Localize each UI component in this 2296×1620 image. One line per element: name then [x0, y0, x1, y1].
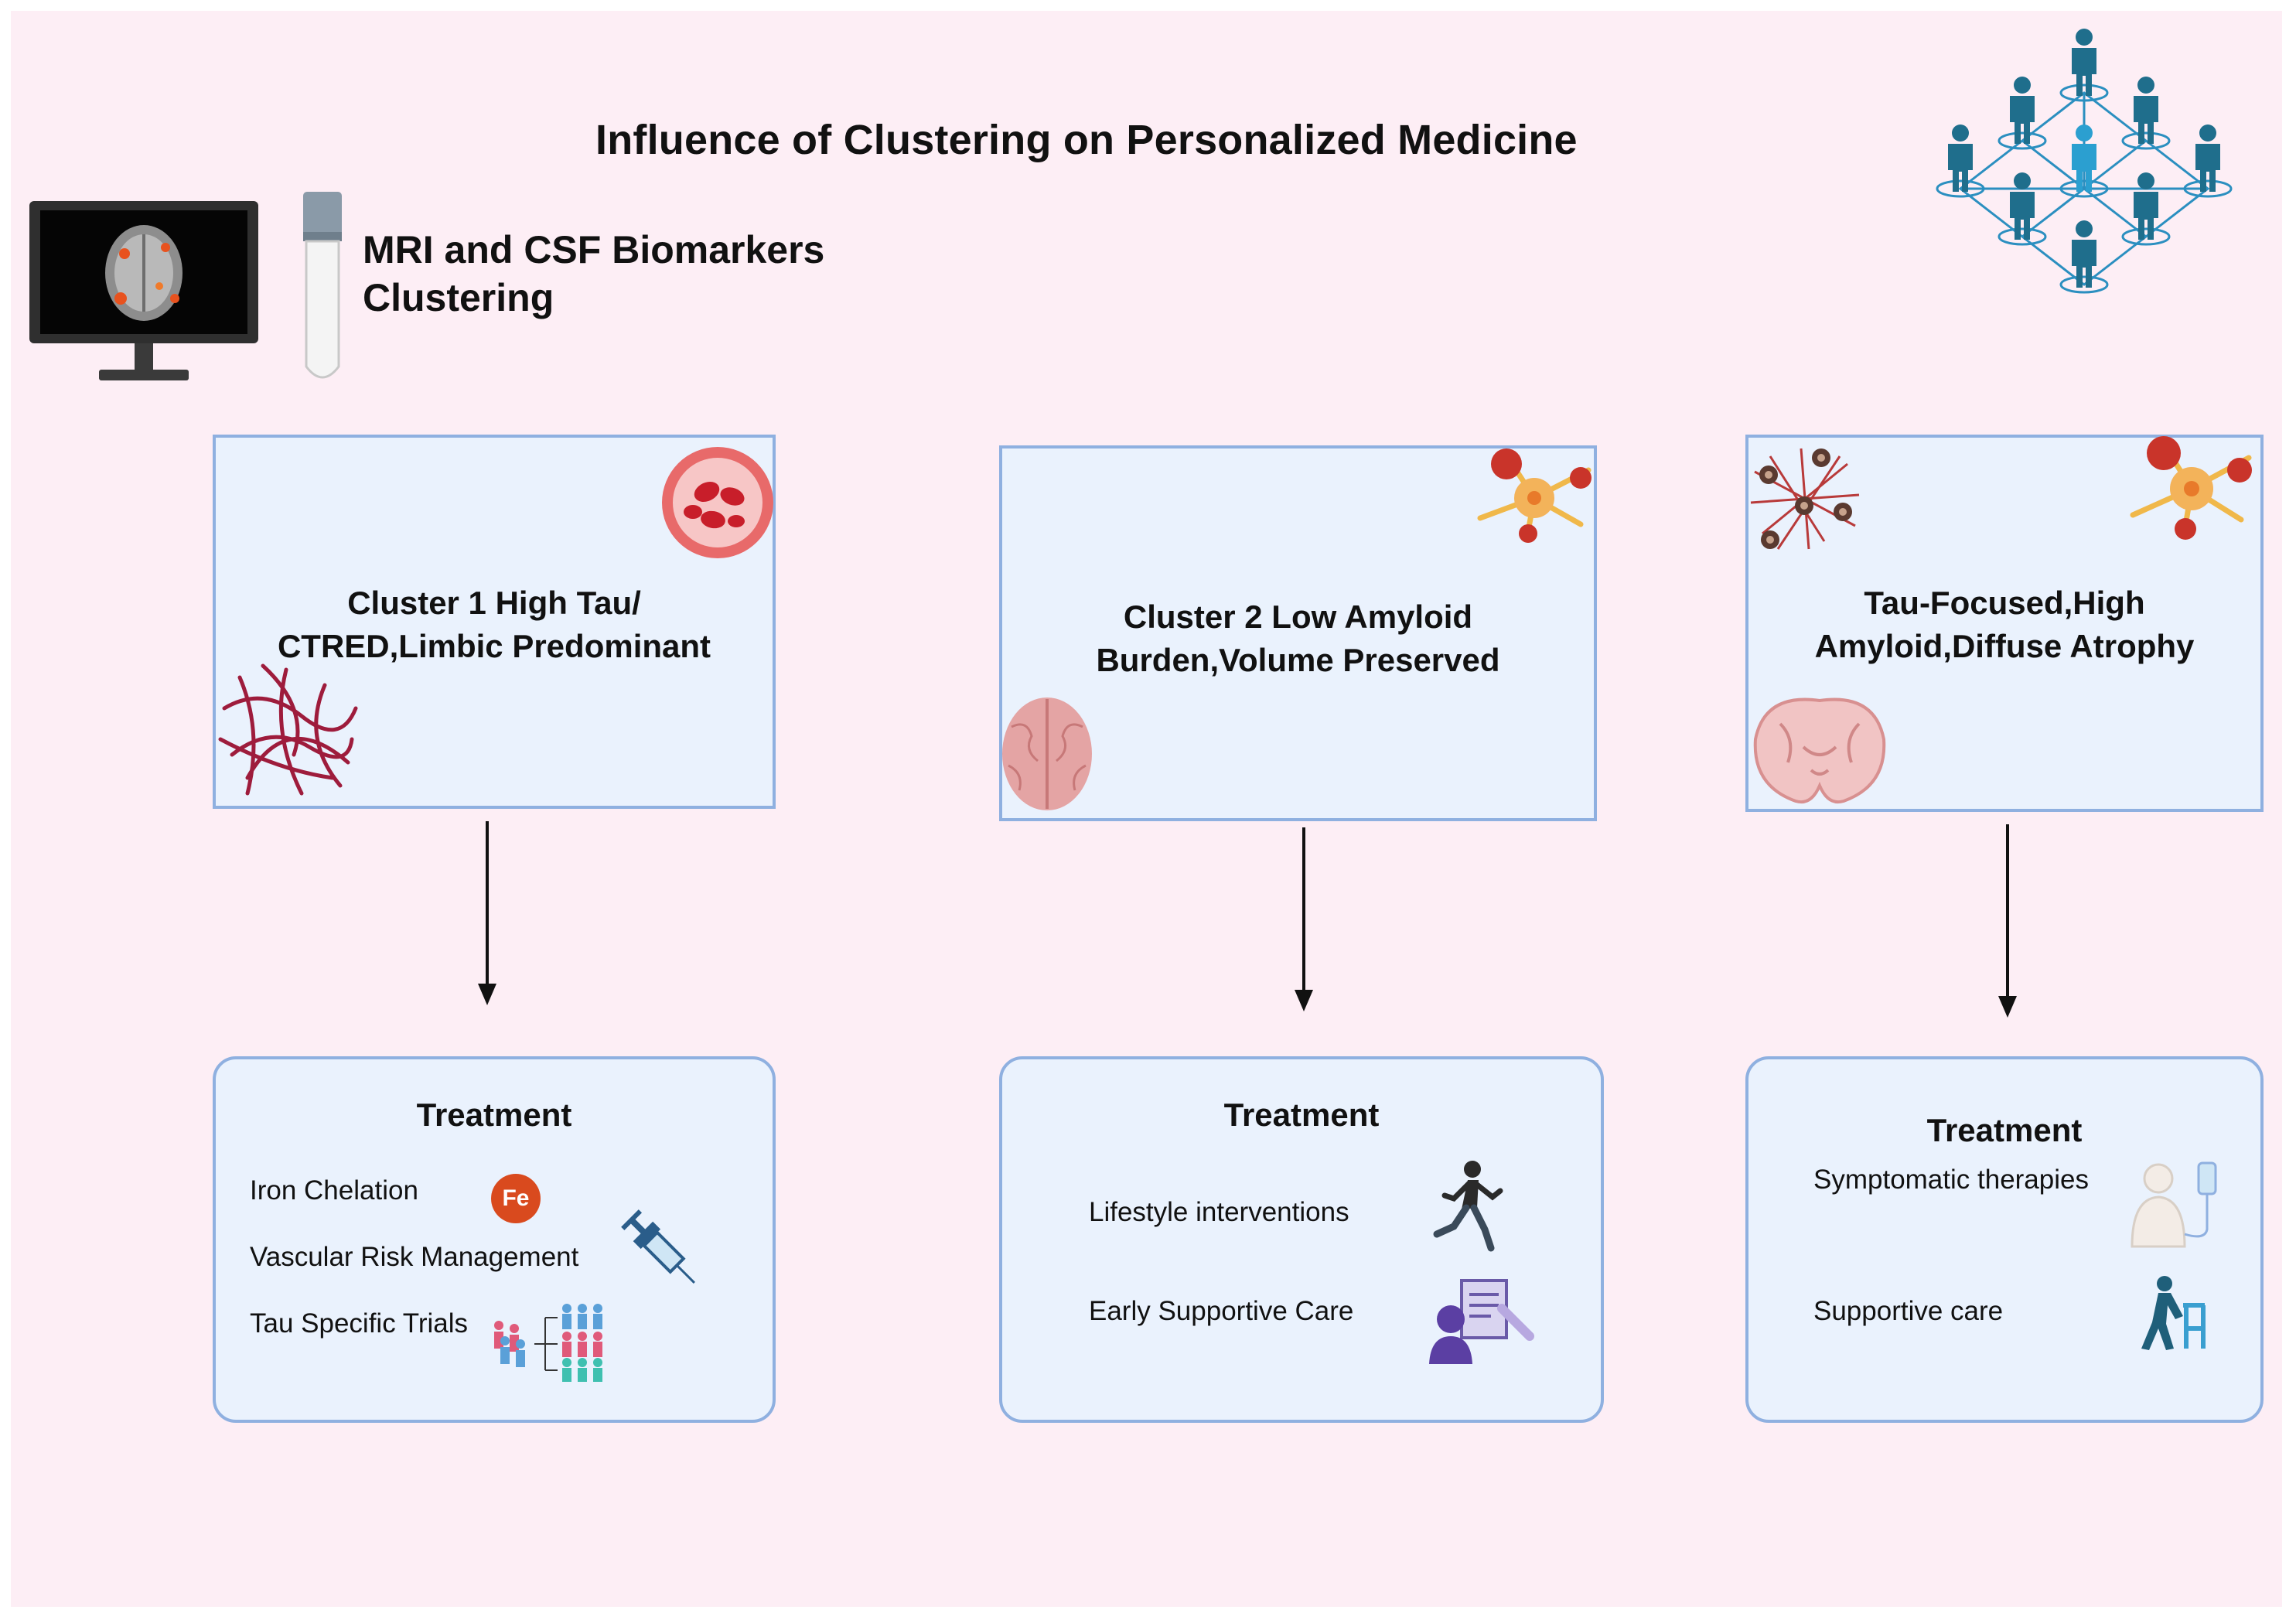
cluster-2-label-line1: Cluster 2 Low Amyloid	[1123, 599, 1473, 635]
red-blood-cells-icon	[662, 447, 773, 558]
cluster-3-label: Tau-Focused,High Amyloid,Diffuse Atrophy	[1748, 581, 2260, 668]
atrophic-brain-section-icon	[1753, 697, 1886, 803]
biomarkers-heading-line2: Clustering	[363, 276, 554, 319]
amyloid-plaques-icon	[1750, 448, 1860, 550]
treatment-3-item-2: Supportive care	[1813, 1296, 2004, 1326]
neuron-amyloid-icon	[1477, 448, 1592, 543]
treatment-2-box: Treatment Lifestyle interventions Early …	[999, 1056, 1604, 1423]
cluster-3-label-line1: Tau-Focused,High	[1864, 585, 2145, 621]
cluster-2-label-line2: Burden,Volume Preserved	[1096, 642, 1500, 678]
treatment-1-heading: Treatment	[416, 1096, 572, 1133]
neurofibrillary-tangles-icon	[218, 663, 358, 796]
brain-icon	[1002, 697, 1092, 810]
cluster-1-label-line1: Cluster 1 High Tau/	[347, 585, 641, 621]
cluster-2-label: Cluster 2 Low Amyloid Burden,Volume Pres…	[1002, 595, 1594, 682]
cluster-1-label-line2: CTRED,Limbic Predominant	[277, 628, 711, 664]
treatment-3-heading: Treatment	[1926, 1112, 2083, 1148]
treatment-3-item-1: Symptomatic therapies	[1813, 1165, 2089, 1195]
cluster-3-label-line2: Amyloid,Diffuse Atrophy	[1814, 628, 2195, 664]
iv-patient-icon	[2131, 1161, 2217, 1248]
biomarkers-heading-line1: MRI and CSF Biomarkers	[363, 228, 825, 271]
treatment-1-item-2: Vascular Risk Management	[250, 1242, 579, 1272]
cluster-1-label: Cluster 1 High Tau/ CTRED,Limbic Predomi…	[216, 581, 773, 668]
arrow-cluster-2-to-treatment	[1295, 827, 1313, 1011]
treatment-3-box: Treatment Symptomatic therapies Supporti…	[1745, 1056, 2264, 1423]
treatment-2-heading: Treatment	[1223, 1096, 1380, 1133]
diagram-title: Influence of Clustering on Personalized …	[595, 117, 1578, 163]
cluster-2-box: Cluster 2 Low Amyloid Burden,Volume Pres…	[999, 445, 1597, 821]
care-plan-icon	[1429, 1279, 1534, 1364]
neuron-amyloid-icon-2	[2130, 436, 2252, 540]
treatment-2-item-2: Early Supportive Care	[1089, 1296, 1354, 1326]
runner-icon	[1433, 1161, 1503, 1252]
treatment-1-box: Treatment Iron Chelation Vascular Risk M…	[213, 1056, 776, 1423]
treatment-2-item-1: Lifestyle interventions	[1089, 1197, 1349, 1227]
biomarkers-heading: MRI and CSF Biomarkers Clustering	[363, 226, 824, 322]
patient-network-icon	[1936, 29, 2233, 294]
iron-fe-icon: Fe	[491, 1174, 541, 1223]
treatment-1-item-1: Iron Chelation	[250, 1175, 418, 1206]
clinical-trial-groups-icon	[494, 1304, 602, 1382]
mri-monitor-icon	[29, 201, 258, 380]
walker-icon	[2141, 1276, 2206, 1350]
csf-tube-icon	[303, 192, 342, 379]
arrow-cluster-3-to-treatment	[1998, 824, 2017, 1018]
arrow-cluster-1-to-treatment	[478, 821, 496, 1005]
treatment-1-item-3: Tau Specific Trials	[250, 1308, 469, 1339]
syringe-icon	[621, 1209, 695, 1284]
